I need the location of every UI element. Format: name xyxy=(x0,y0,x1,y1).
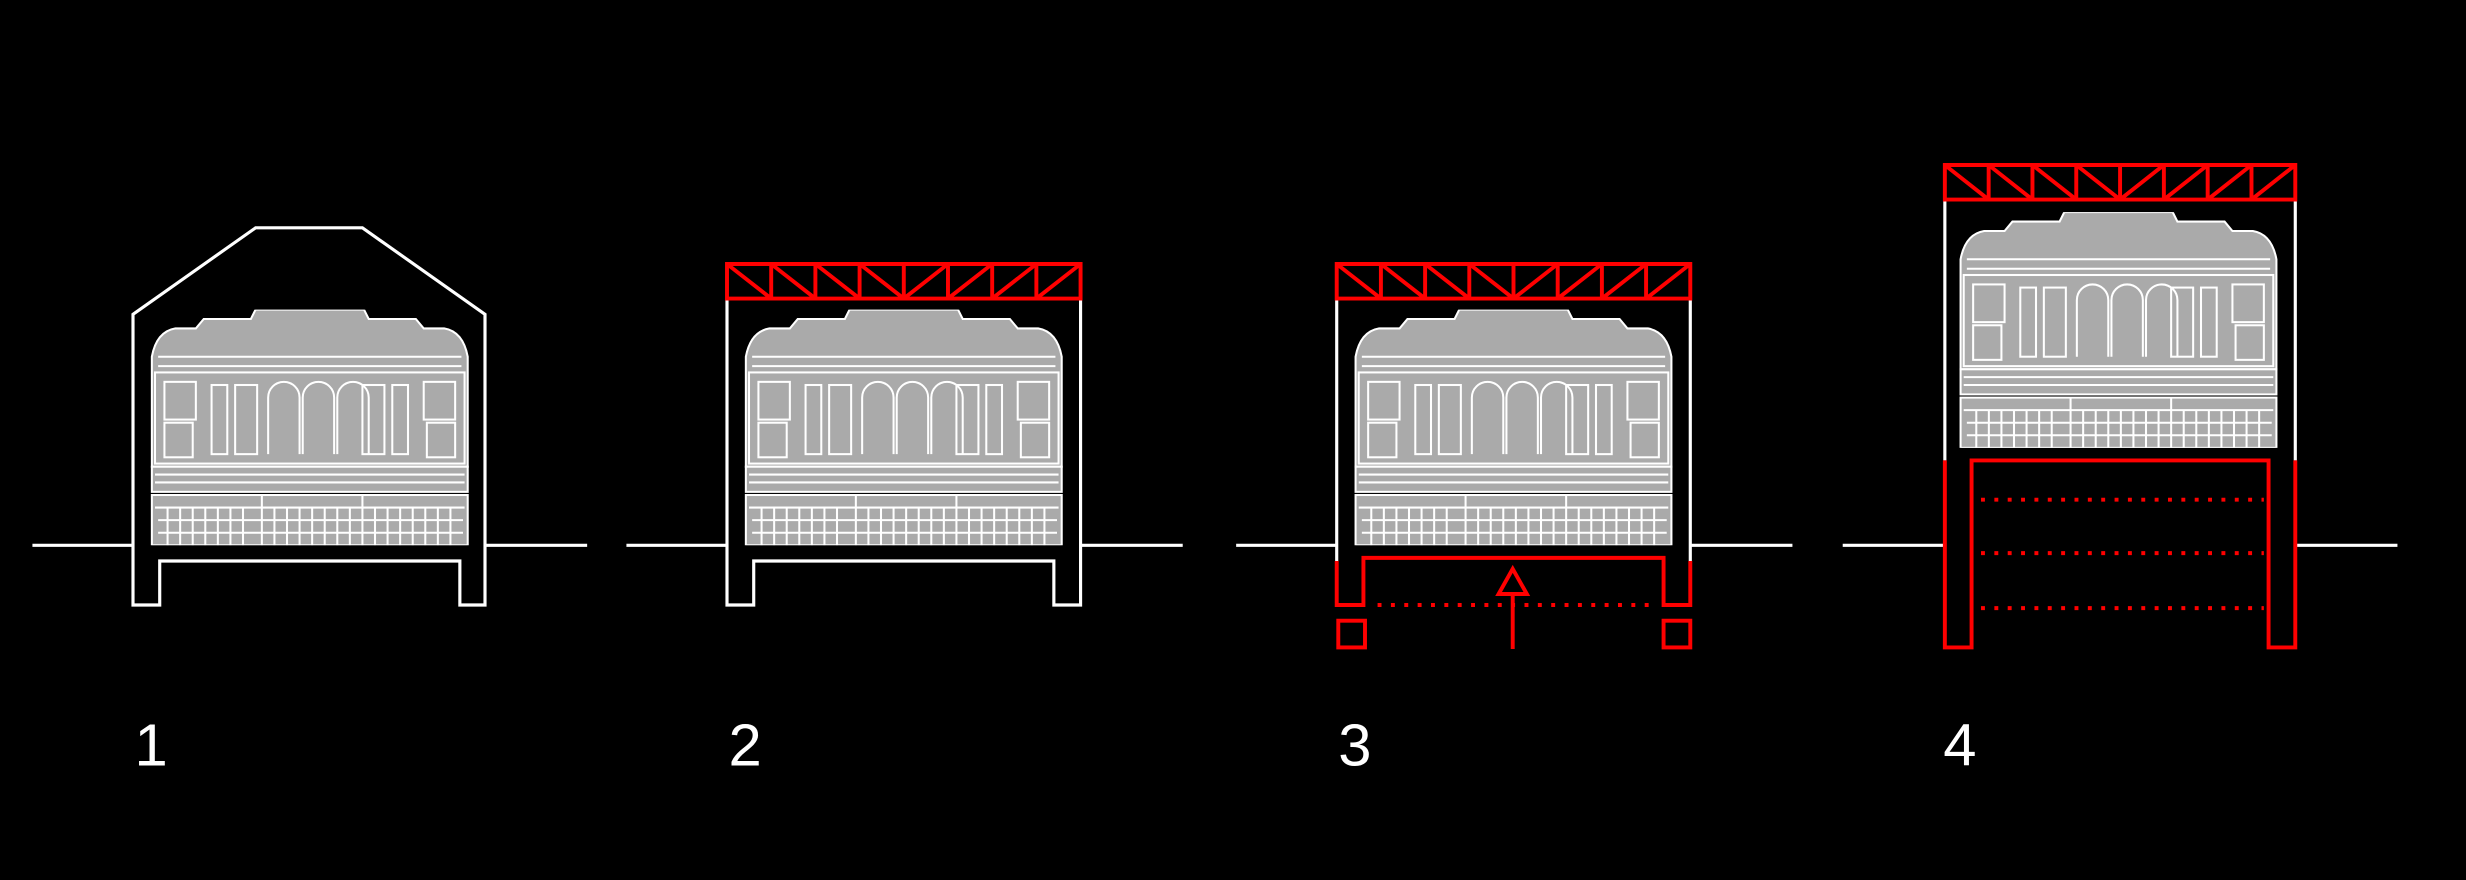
historic-building xyxy=(746,310,1062,546)
step-label: 3 xyxy=(1338,711,1371,778)
new-basement-structure xyxy=(1942,458,2298,650)
step-1: 1 xyxy=(32,226,588,778)
footing xyxy=(1336,618,1367,650)
roof-truss xyxy=(1942,163,2298,202)
roof-truss xyxy=(1334,262,1693,301)
truss-members xyxy=(1942,163,2298,202)
arrow-up-icon xyxy=(1495,564,1531,649)
temporary-enclosure xyxy=(131,226,487,607)
step-4: 4 xyxy=(1842,163,2398,778)
new-foundation xyxy=(1334,555,1693,607)
footing xyxy=(1661,618,1693,650)
historic-building xyxy=(1961,212,2277,448)
roof-truss xyxy=(725,262,1083,301)
historic-building xyxy=(1356,310,1672,546)
historic-building xyxy=(152,310,468,546)
support-walls xyxy=(725,298,1083,607)
step-3: 3 xyxy=(1236,262,1793,778)
step-label: 2 xyxy=(729,711,762,778)
step-2: 2 xyxy=(626,262,1183,778)
step-label: 4 xyxy=(1943,711,1976,778)
step-label: 1 xyxy=(135,711,168,778)
truss-members xyxy=(1334,262,1693,301)
truss-members xyxy=(725,262,1083,301)
